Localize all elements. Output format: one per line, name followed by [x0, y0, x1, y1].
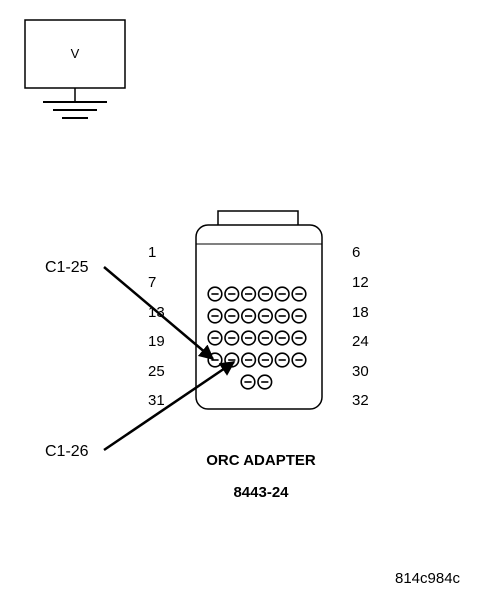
pin-grid	[207, 286, 307, 390]
connector-latch	[217, 210, 299, 227]
pin-socket	[257, 374, 273, 390]
pin-socket	[207, 308, 223, 324]
callout-arrow-c1-25	[103, 266, 215, 360]
voltmeter-symbol: V	[24, 19, 126, 119]
pin-label-left-row5: 25	[148, 363, 165, 380]
adapter-connector	[195, 210, 323, 410]
pin-socket	[291, 330, 307, 346]
pin-label-left-row4: 19	[148, 333, 165, 350]
pin-socket	[224, 308, 240, 324]
pin-socket	[241, 352, 257, 368]
callout-label-c1-25: C1-25	[45, 259, 89, 276]
voltmeter-label: V	[71, 46, 80, 61]
pin-socket	[274, 330, 290, 346]
pin-socket	[291, 352, 307, 368]
pin-socket	[240, 374, 256, 390]
pin-label-right-row6: 32	[352, 392, 369, 409]
adapter-part-number: 8443-24	[233, 484, 289, 501]
pin-socket	[224, 286, 240, 302]
pin-numbers-left: 1 7 13 19 25 31	[148, 244, 165, 409]
pin-socket	[257, 286, 274, 302]
pin-socket	[207, 286, 223, 302]
pin-label-left-row6: 31	[148, 392, 165, 409]
pin-socket	[291, 308, 307, 324]
pin-socket	[241, 286, 257, 302]
figure-id: 814c984c	[395, 570, 461, 587]
callout-c1-26: C1-26	[45, 360, 236, 460]
pin-socket	[291, 286, 307, 302]
pin-socket	[207, 330, 223, 346]
pin-label-left-row2: 7	[148, 274, 156, 291]
pin-socket	[274, 352, 290, 368]
pin-label-right-row5: 30	[352, 363, 369, 380]
ground-icon	[43, 101, 107, 119]
pin-label-right-row4: 24	[352, 333, 369, 350]
pin-label-right-row3: 18	[352, 304, 369, 321]
pin-socket	[241, 330, 257, 346]
callout-arrow-c1-26	[103, 360, 236, 452]
voltmeter-box	[24, 19, 126, 89]
callout-label-c1-26: C1-26	[45, 443, 89, 460]
pin-label-left-row1: 1	[148, 244, 156, 261]
pin-socket	[274, 286, 290, 302]
pin-socket	[224, 330, 240, 346]
pin-socket	[241, 308, 257, 324]
pin-label-right-row2: 12	[352, 274, 369, 291]
pin-socket	[257, 352, 274, 368]
pin-numbers-right: 6 12 18 24 30 32	[352, 244, 369, 409]
pin-label-right-row1: 6	[352, 244, 360, 261]
pin-socket	[274, 308, 290, 324]
callout-c1-25: C1-25	[45, 259, 215, 360]
pin-socket	[257, 330, 274, 346]
adapter-name: ORC ADAPTER	[206, 452, 316, 469]
pin-socket	[257, 308, 274, 324]
